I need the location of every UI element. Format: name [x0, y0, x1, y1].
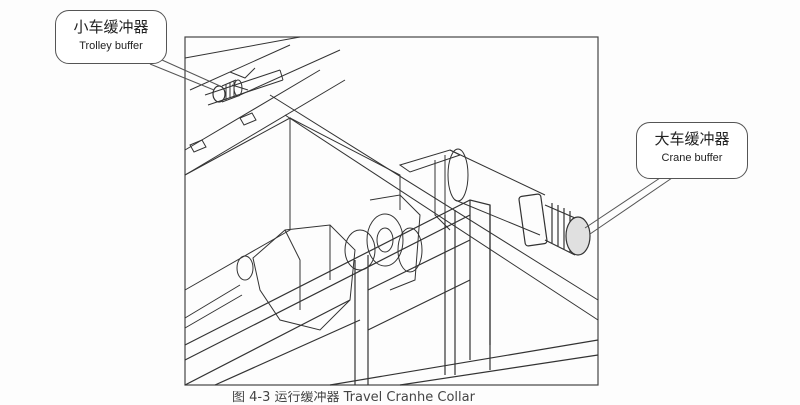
crane-buffer: [518, 193, 591, 256]
crane-buffer-label-cn: 大车缓冲器: [654, 130, 730, 148]
buffer-tube-end: [447, 148, 469, 202]
buffer-arm: [398, 149, 462, 173]
crane-drawing: [184, 36, 599, 386]
buffer-tube: [449, 149, 546, 236]
crane-buffer-callout: 大车缓冲器 Crane buffer: [636, 122, 748, 179]
drive-shaft: [184, 284, 243, 329]
rail-plates: [189, 112, 257, 153]
girder-top-edge: [184, 36, 301, 59]
illustration-frame: [184, 36, 599, 386]
girder-diagonal-2: [269, 94, 599, 321]
girder-upper-line: [189, 44, 341, 96]
trolley-buffer-label-cn: 小车缓冲器: [73, 18, 149, 36]
girder-inner: [289, 117, 401, 210]
crane-buffer-label-en: Crane buffer: [661, 152, 723, 164]
girder-box: [184, 117, 291, 291]
rail-clip: [229, 67, 256, 91]
handrail: [184, 199, 599, 386]
girder-diagonal-1: [184, 69, 346, 176]
trolley-leader: [149, 59, 221, 91]
crane-leader: [584, 177, 673, 235]
trolley-buffer-callout: 小车缓冲器 Trolley buffer: [55, 10, 167, 64]
drive-unit: [236, 194, 423, 331]
figure-caption: 图 4-3 运行缓冲器 Travel Cranhe Collar: [232, 391, 475, 405]
trolley-buffer-label-en: Trolley buffer: [79, 40, 143, 52]
trolley-rail: [204, 69, 284, 106]
